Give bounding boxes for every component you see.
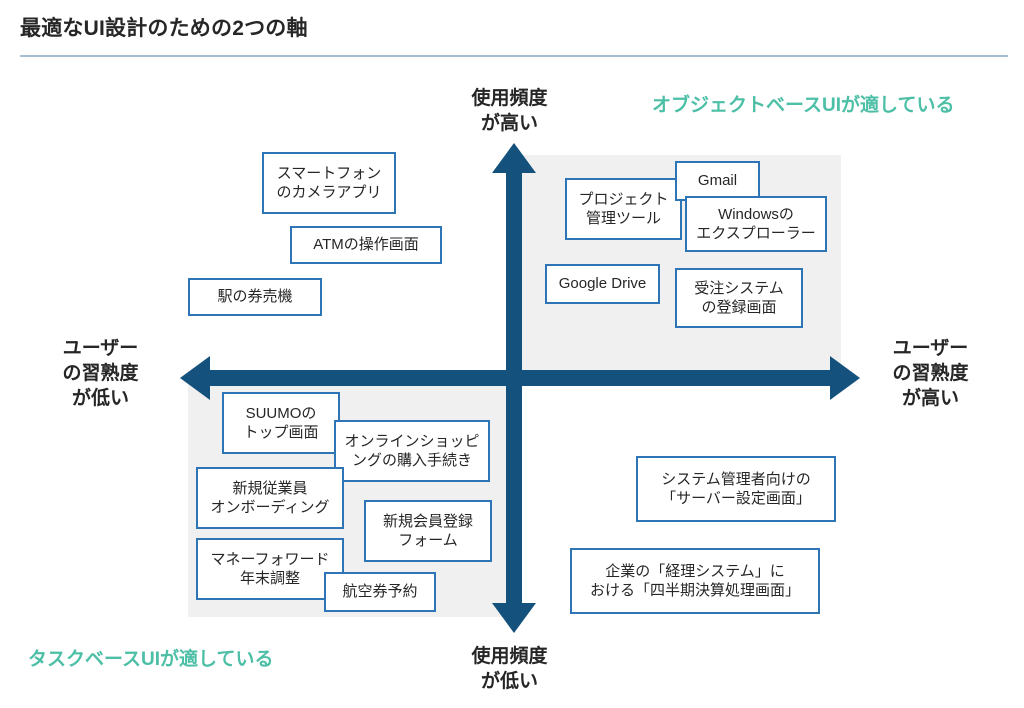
horizontal-axis-arrow — [180, 356, 860, 400]
caption-object-based-ui: オブジェクトベースUIが適している — [652, 95, 955, 116]
axis-label-frequency-high: 使用頻度 が高い — [471, 88, 548, 135]
item-box[interactable]: スマートフォン のカメラアプリ — [262, 152, 396, 214]
axis-label-proficiency-high: ユーザー の習熟度 が高い — [892, 338, 969, 410]
item-box[interactable]: 企業の「経理システム」に おける「四半期決算処理画面」 — [570, 548, 820, 614]
item-box[interactable]: 駅の券売機 — [188, 278, 322, 316]
item-box[interactable]: マネーフォワード 年末調整 — [196, 538, 344, 600]
item-box[interactable]: SUUMOの トップ画面 — [222, 392, 340, 454]
item-box[interactable]: 受注システム の登録画面 — [675, 268, 803, 328]
item-box[interactable]: 新規従業員 オンボーディング — [196, 467, 344, 529]
item-box[interactable]: Gmail — [675, 161, 760, 201]
item-box[interactable]: 新規会員登録 フォーム — [364, 500, 492, 562]
axis-label-proficiency-low: ユーザー の習熟度 が低い — [62, 338, 139, 410]
item-box[interactable]: ATMの操作画面 — [290, 226, 442, 264]
item-box[interactable]: Windowsの エクスプローラー — [685, 196, 827, 252]
item-box[interactable]: プロジェクト 管理ツール — [565, 178, 682, 240]
page-title: 最適なUI設計のための2つの軸 — [20, 17, 308, 40]
item-box[interactable]: Google Drive — [545, 264, 660, 304]
caption-task-based-ui: タスクベースUIが適している — [28, 649, 274, 670]
item-box[interactable]: 航空券予約 — [324, 572, 436, 612]
item-box[interactable]: システム管理者向けの 「サーバー設定画面」 — [636, 456, 836, 522]
axis-label-frequency-low: 使用頻度 が低い — [471, 646, 548, 693]
item-box[interactable]: オンラインショッピ ングの購入手続き — [334, 420, 490, 482]
title-divider — [20, 55, 1008, 57]
vertical-axis-arrow — [492, 143, 536, 633]
